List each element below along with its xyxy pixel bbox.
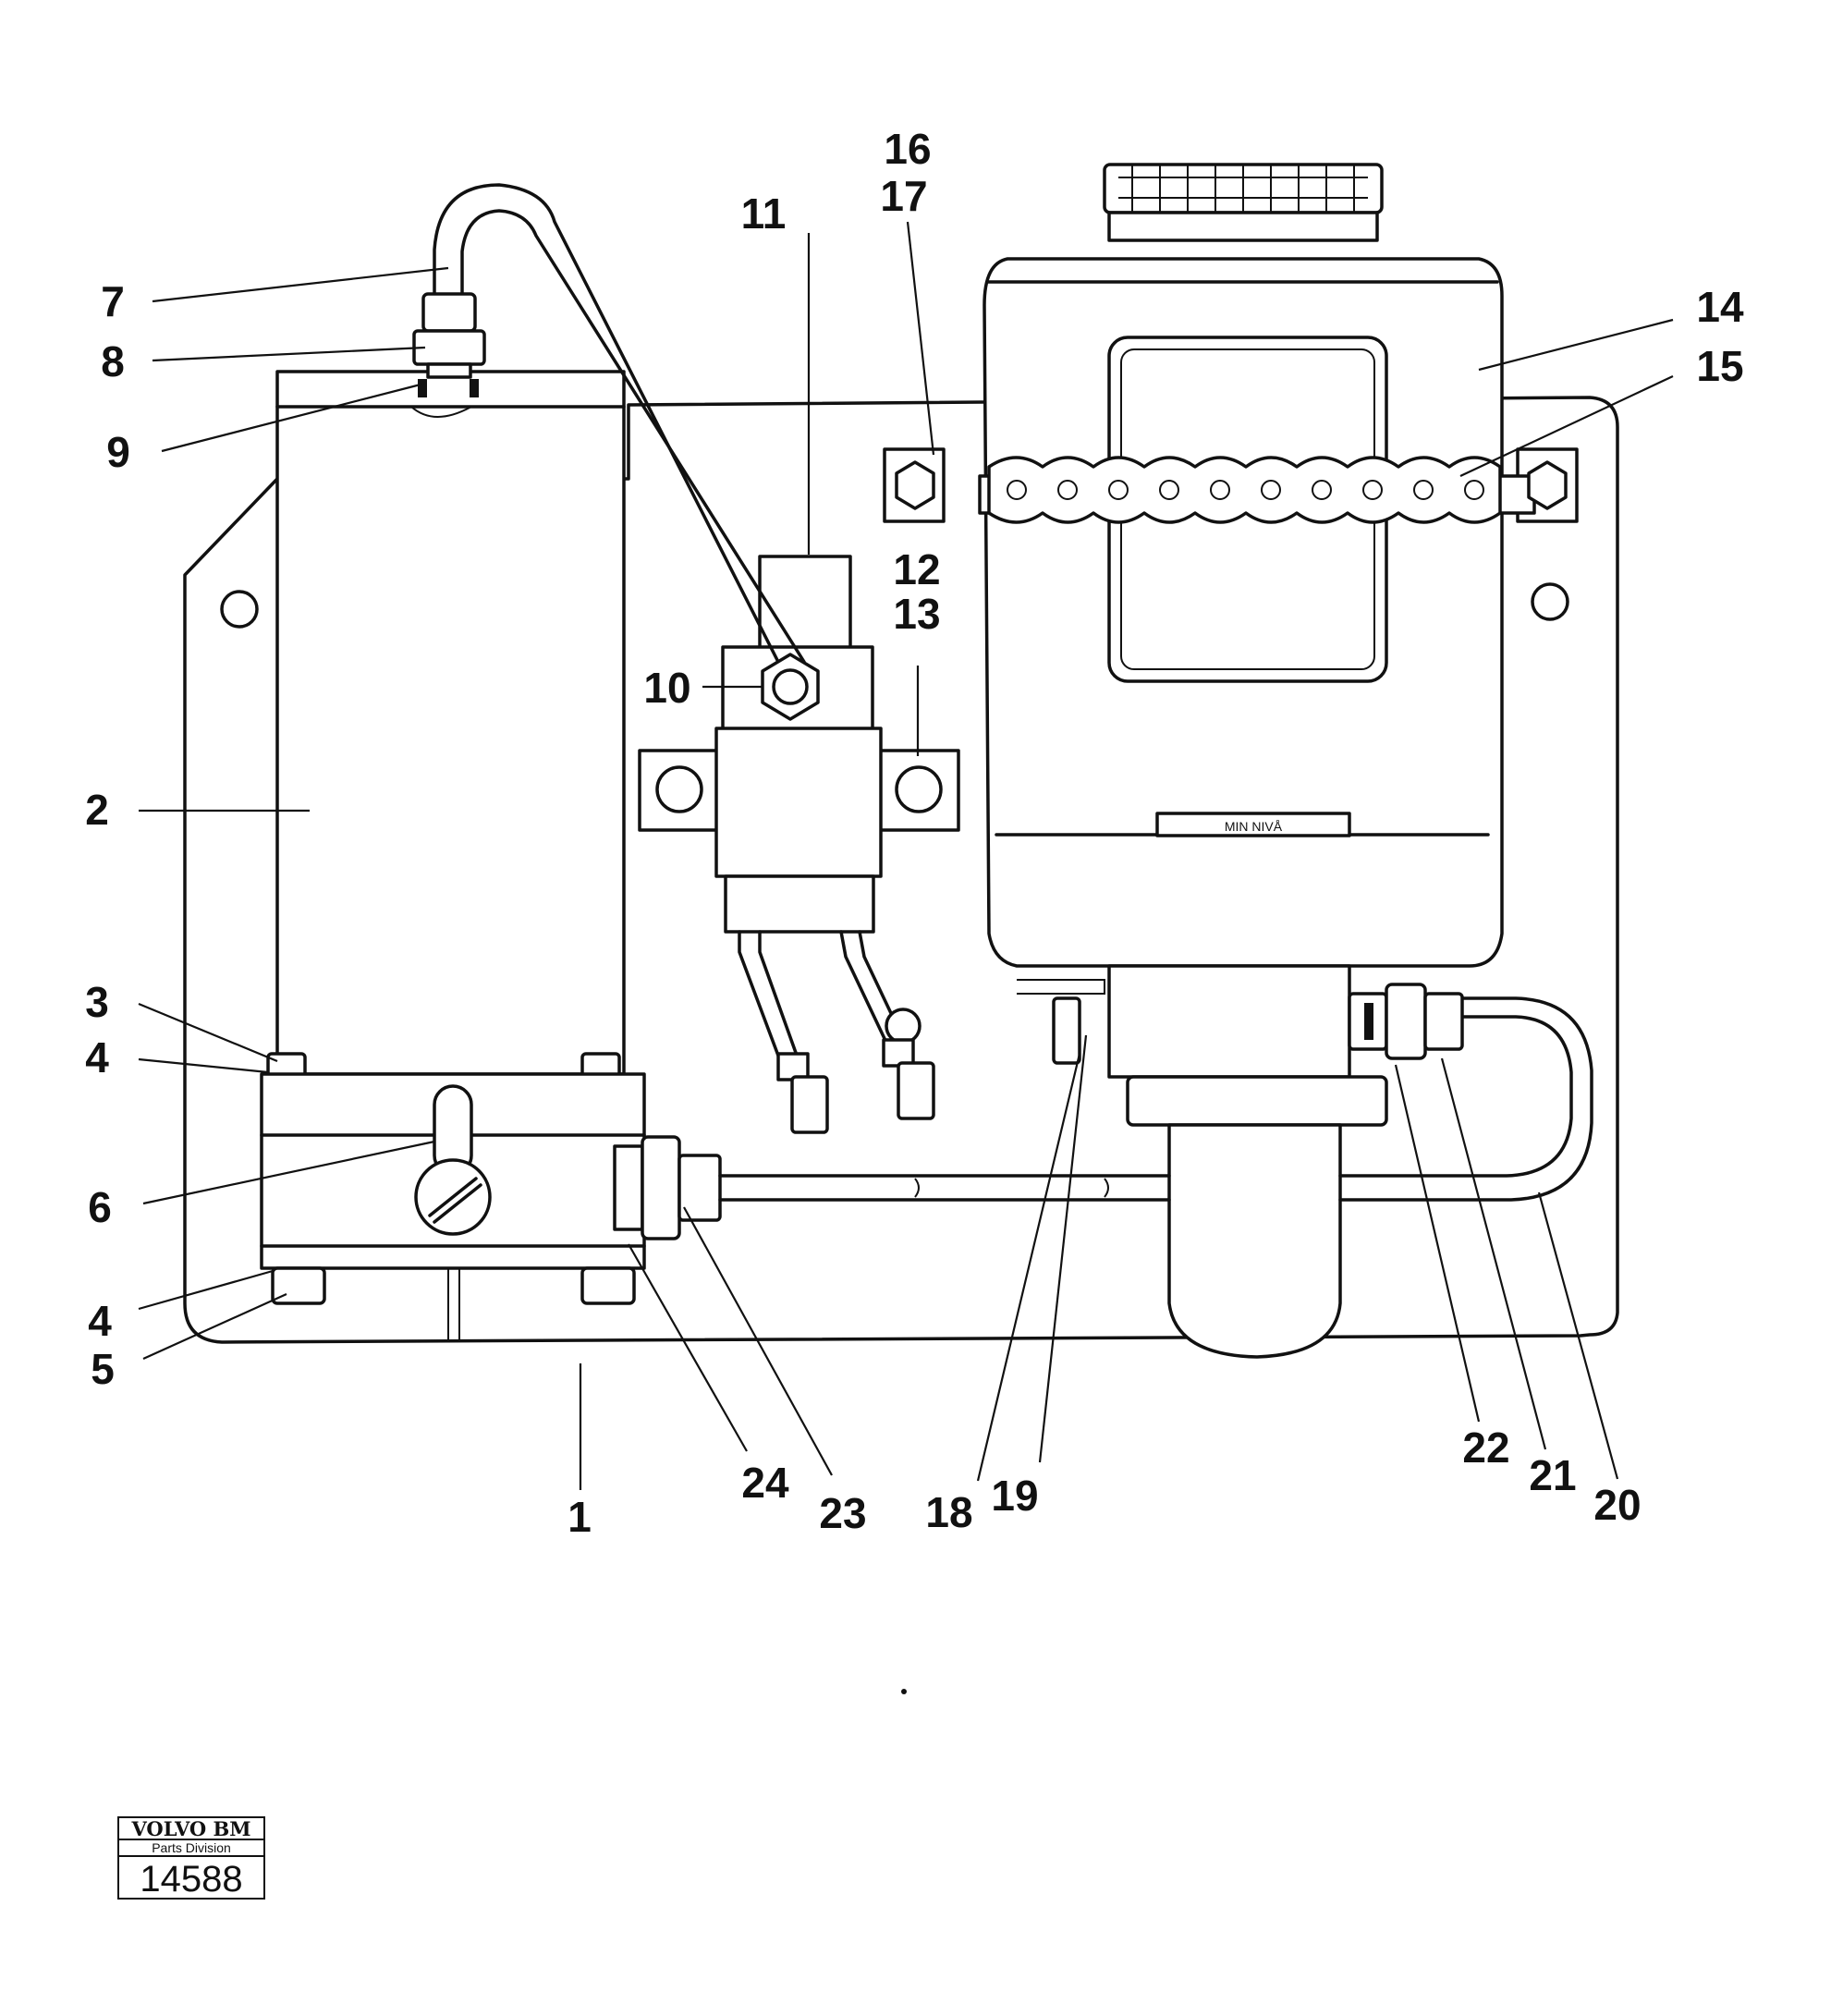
callout-20: 20 [1593,1481,1641,1529]
callout-9: 9 [106,428,130,476]
callout-5: 5 [91,1345,115,1393]
reservoir-tank: MIN NIVÅ [983,163,1504,1359]
callout-17: 17 [880,172,927,220]
callout-4a: 4 [85,1033,109,1081]
callout-7: 7 [101,277,125,325]
callout-22: 22 [1462,1423,1509,1472]
mounting-plate [183,396,1619,1344]
stamp-number: 14588 [140,1859,242,1900]
callout-11: 11 [741,189,787,238]
callout-12: 12 [893,545,940,593]
callout-16: 16 [884,125,931,173]
callout-10: 10 [643,664,690,712]
parts-stamp: VOLVO BM Parts Division 14588 [117,1816,265,1900]
callout-3: 3 [85,978,109,1026]
callout-13: 13 [893,590,940,638]
callout-24: 24 [741,1459,789,1507]
callout-8: 8 [101,337,125,385]
stamp-division: Parts Division [152,1840,231,1855]
callout-18: 18 [925,1488,972,1536]
tank-strap [883,447,1579,524]
callout-4b: 4 [88,1297,112,1345]
callout-6: 6 [88,1183,112,1231]
leader-lines [138,221,1674,1490]
callout-21: 21 [1529,1451,1576,1499]
stamp-brand: VOLVO BM [130,1817,250,1840]
callout-15: 15 [1696,342,1743,390]
pump-motor [275,370,626,1076]
supply-hose [412,183,820,721]
pump-housing [260,1052,646,1305]
callout-19: 19 [991,1472,1038,1520]
callout-2: 2 [85,786,109,834]
pressure-switch [638,555,960,1134]
min-level-label: MIN NIVÅ [1225,819,1283,834]
stray-dot [901,1689,907,1694]
return-pipe [613,983,1593,1240]
callout-14: 14 [1696,283,1744,331]
callout-numbers: 1 2 3 4 4 5 6 7 8 9 10 11 12 13 14 15 16… [85,125,1744,1541]
callout-23: 23 [819,1489,866,1537]
callout-1: 1 [568,1493,592,1541]
